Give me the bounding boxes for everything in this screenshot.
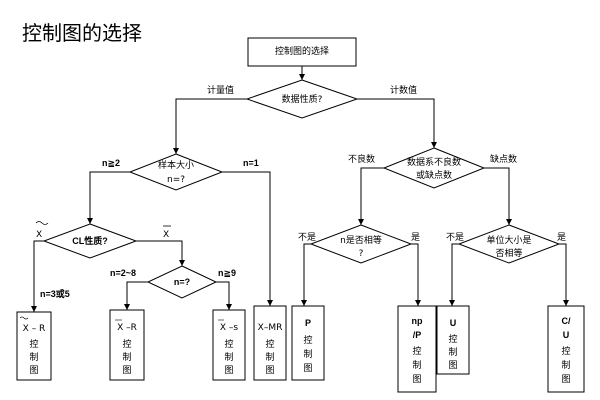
- chart-u-char-3: 图: [448, 360, 457, 371]
- edge-label-is-2: 是: [557, 232, 566, 243]
- chart-np-p-char-1: 控: [412, 345, 421, 357]
- sample-size-label-1: 样本大小: [158, 159, 194, 171]
- n-decision: n=?: [146, 265, 218, 299]
- chart-xtilde-r-name: X – R: [23, 324, 46, 334]
- chart-c-u-name-1: C/: [562, 316, 571, 326]
- edge-label-n-3-or-5: n=3或5: [40, 288, 70, 299]
- chart-x-mr-char-1: 控: [265, 338, 274, 350]
- defect-type-label-2: 或缺点数: [416, 169, 452, 181]
- chart-box-np-p: np /P 控 制 图: [397, 305, 437, 393]
- chart-u-name: U: [450, 318, 457, 328]
- tilde-mark: [35, 221, 49, 225]
- chart-u-char-1: 控: [448, 333, 457, 345]
- chart-xbar-r-char-1: 控: [122, 338, 131, 350]
- page-title: 控制图的选择: [22, 21, 142, 45]
- edge-label-measurement: 计量值: [207, 84, 234, 96]
- chart-x-mr-name: X–MR: [258, 323, 283, 333]
- edge-label-is-1: 是: [411, 232, 420, 243]
- cl-nature-decision: CL性质?: [42, 223, 138, 259]
- chart-box-xtilde-r: X – R 控 制 图: [16, 311, 52, 381]
- unit-equal-label-2: 否相等: [495, 247, 522, 259]
- chart-c-u-char-3: 图: [561, 374, 570, 385]
- chart-box-p: P 控 制 图: [291, 305, 325, 381]
- defect-type-decision: 数据系不良数 或缺点数: [382, 147, 486, 189]
- chart-box-c-u: C/ U 控 制 图: [547, 305, 585, 393]
- chart-xtilde-r-char-3: 图: [29, 365, 38, 376]
- chart-xbar-s-char-3: 图: [224, 365, 233, 376]
- edge-label-not-1: 不是: [298, 232, 316, 243]
- chart-box-xbar-s: X –s 控 制 图: [212, 309, 246, 381]
- data-nature-label: 数据性质?: [282, 93, 323, 105]
- unit-equal-decision: 单位大小是 否相等: [457, 224, 561, 264]
- n-equal-label-2: ?: [359, 249, 364, 259]
- defect-type-label-1: 数据系不良数: [407, 156, 461, 168]
- chart-c-u-char-2: 制: [561, 359, 570, 371]
- edge-label-n-ge2: n≧2: [102, 158, 120, 168]
- sample-size-decision: 样本大小 n=?: [128, 153, 224, 191]
- chart-np-p-char-3: 图: [412, 374, 421, 385]
- start-box: 控制图的选择: [247, 37, 357, 67]
- chart-xtilde-r-char-1: 控: [29, 338, 38, 350]
- chart-xbar-s-name: X –s: [220, 323, 239, 333]
- chart-xbar-r-char-3: 图: [122, 365, 131, 376]
- edges: [31, 66, 569, 312]
- chart-box-x-mr: X–MR 控 制 图: [253, 305, 287, 381]
- edge-label-defective: 不良数: [348, 153, 375, 165]
- chart-p-char-2: 制: [303, 348, 312, 360]
- n-decision-label: n=?: [174, 277, 190, 287]
- edge-label-n-2-8: n=2~8: [110, 268, 136, 278]
- edge-label-defects: 缺点数: [490, 153, 517, 165]
- n-equal-decision: n是否相等 ?: [309, 224, 413, 264]
- chart-np-p-name-2: /P: [413, 330, 422, 340]
- tilde-mark-box: [19, 316, 29, 320]
- chart-xtilde-r-char-2: 制: [29, 351, 38, 363]
- chart-p-name: P: [305, 318, 311, 328]
- chart-p-char-1: 控: [303, 334, 312, 346]
- cl-nature-label: CL性质?: [72, 235, 108, 246]
- edge-label-n-eq1: n=1: [243, 158, 259, 168]
- chart-u-char-2: 制: [448, 346, 457, 358]
- sample-size-label-2: n=?: [167, 175, 185, 185]
- data-nature-decision: 数据性质?: [245, 79, 359, 119]
- edge-label-count: 计数值: [390, 84, 417, 96]
- edge-label-x-bar: X: [163, 230, 169, 240]
- edge-label-not-2: 不是: [446, 232, 464, 243]
- start-label: 控制图的选择: [275, 45, 329, 57]
- chart-x-mr-char-3: 图: [265, 365, 274, 376]
- chart-xbar-s-char-2: 制: [224, 351, 233, 363]
- chart-box-xbar-r: X –R 控 制 图: [109, 309, 145, 381]
- chart-p-char-3: 图: [303, 363, 312, 374]
- edge-label-x-tilde: X: [36, 230, 42, 240]
- chart-c-u-name-2: U: [563, 330, 570, 340]
- chart-np-p-char-2: 制: [412, 359, 421, 371]
- chart-box-u: U 控 制 图: [436, 305, 470, 375]
- chart-c-u-char-1: 控: [561, 345, 570, 357]
- chart-np-p-name-1: np: [412, 316, 423, 326]
- chart-xbar-s-char-1: 控: [224, 338, 233, 350]
- edge-label-n-ge9: n≧9: [218, 268, 236, 278]
- unit-equal-label-1: 单位大小是: [486, 234, 531, 246]
- chart-xbar-r-char-2: 制: [122, 351, 131, 363]
- chart-x-mr-char-2: 制: [265, 351, 274, 363]
- chart-xbar-r-name: X –R: [117, 323, 137, 333]
- n-equal-label-1: n是否相等: [340, 234, 382, 246]
